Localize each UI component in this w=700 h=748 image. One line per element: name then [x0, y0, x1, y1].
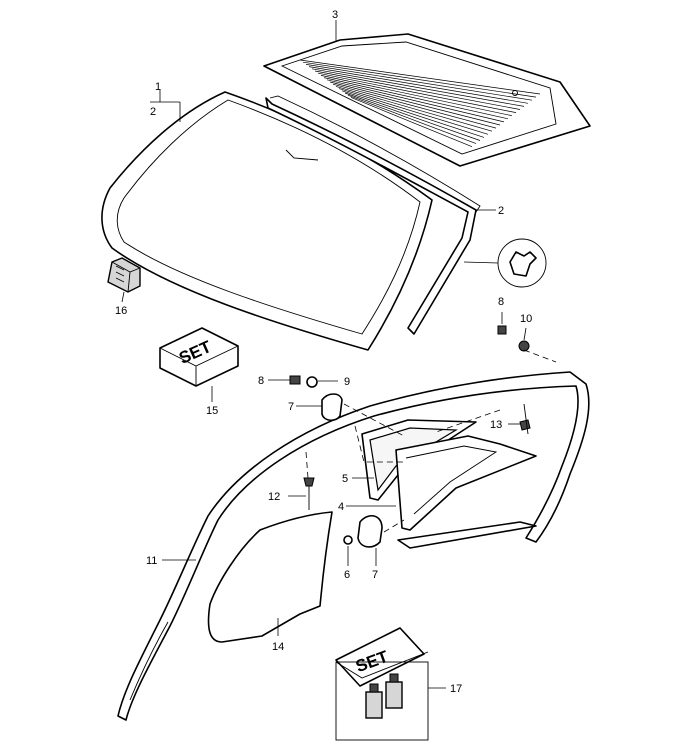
heating-grid-line [305, 64, 533, 101]
label-part-16: 16 [115, 305, 127, 317]
label-part-15: 15 [206, 405, 218, 417]
heating-grid-lines [299, 59, 541, 148]
windscreen-seal-part-2[interactable] [265, 95, 481, 335]
heating-grid-line [320, 75, 513, 117]
label-part-7-upper: 7 [288, 401, 294, 413]
heating-grid-line [344, 92, 481, 141]
label-part-5: 5 [342, 473, 348, 485]
label-part-6: 6 [344, 569, 350, 581]
washer-part-9[interactable] [306, 376, 338, 388]
heating-grid-line [341, 90, 485, 138]
label-part-13: 13 [490, 419, 502, 431]
heating-grid-line [299, 59, 541, 95]
label-part-4: 4 [338, 501, 344, 513]
mirror-base-part-16[interactable] [107, 257, 141, 293]
heating-grid-line [329, 81, 501, 126]
washer-part-10[interactable] [518, 327, 530, 352]
screw-part-8-lower[interactable] [268, 375, 301, 385]
label-part-12: 12 [268, 491, 280, 503]
heating-grid-line [311, 68, 525, 107]
heating-grid-line [350, 97, 473, 148]
heating-grid-line [326, 79, 505, 123]
clip-detail-callout [463, 238, 547, 288]
heating-grid-line [317, 72, 517, 113]
label-part-10: 10 [520, 313, 532, 325]
pad-part-7-upper[interactable] [296, 393, 343, 422]
door-seal-part-11[interactable] [117, 371, 590, 721]
screw-part-8-upper[interactable] [497, 312, 507, 335]
heating-grid-line [332, 83, 497, 129]
heating-grid-line [308, 66, 529, 104]
sensor-dot [512, 90, 518, 96]
label-part-14: 14 [272, 641, 284, 653]
pad-part-7-lower[interactable] [357, 515, 383, 566]
pin-part-13[interactable] [508, 403, 531, 435]
label-part-11: 11 [146, 555, 157, 567]
leader-lines [121, 20, 496, 689]
label-part-2: 2 [498, 205, 504, 217]
label-part-2-bracket: 2 [150, 106, 156, 118]
label-part-8-lower: 8 [258, 375, 264, 387]
rear-window-part-3[interactable] [263, 33, 591, 167]
quarter-window-glass-part-4[interactable] [395, 435, 537, 531]
heating-grid-line [302, 61, 537, 98]
heating-grid-line [314, 70, 521, 110]
label-part-8-upper: 8 [498, 296, 504, 308]
label-part-1: 1 [155, 81, 161, 93]
heating-grid-line [347, 94, 477, 144]
label-part-3: 3 [332, 9, 338, 21]
heating-grid-line [338, 88, 489, 135]
side-window-part-14[interactable] [207, 511, 333, 643]
label-part-9: 9 [344, 376, 350, 388]
windscreen-part-1[interactable] [101, 91, 433, 351]
heating-grid-line [335, 86, 493, 132]
kit-box-part-17[interactable]: SET [335, 627, 429, 741]
washer-part-6[interactable] [343, 535, 353, 566]
pin-part-12[interactable] [288, 477, 315, 510]
label-part-7-lower: 7 [372, 569, 378, 581]
bottle-icon [385, 673, 403, 709]
kit-box-part-15[interactable]: SET [159, 327, 239, 387]
assembly-dash-lines [305, 349, 557, 533]
quarter-lower-seal [397, 521, 537, 549]
label-part-17: 17 [450, 683, 462, 695]
bottle-icon [365, 683, 383, 719]
part-labels: 1 2 3 2 8 10 16 15 8 9 7 13 5 12 4 11 6 … [115, 9, 532, 695]
heating-grid-line [323, 77, 509, 120]
